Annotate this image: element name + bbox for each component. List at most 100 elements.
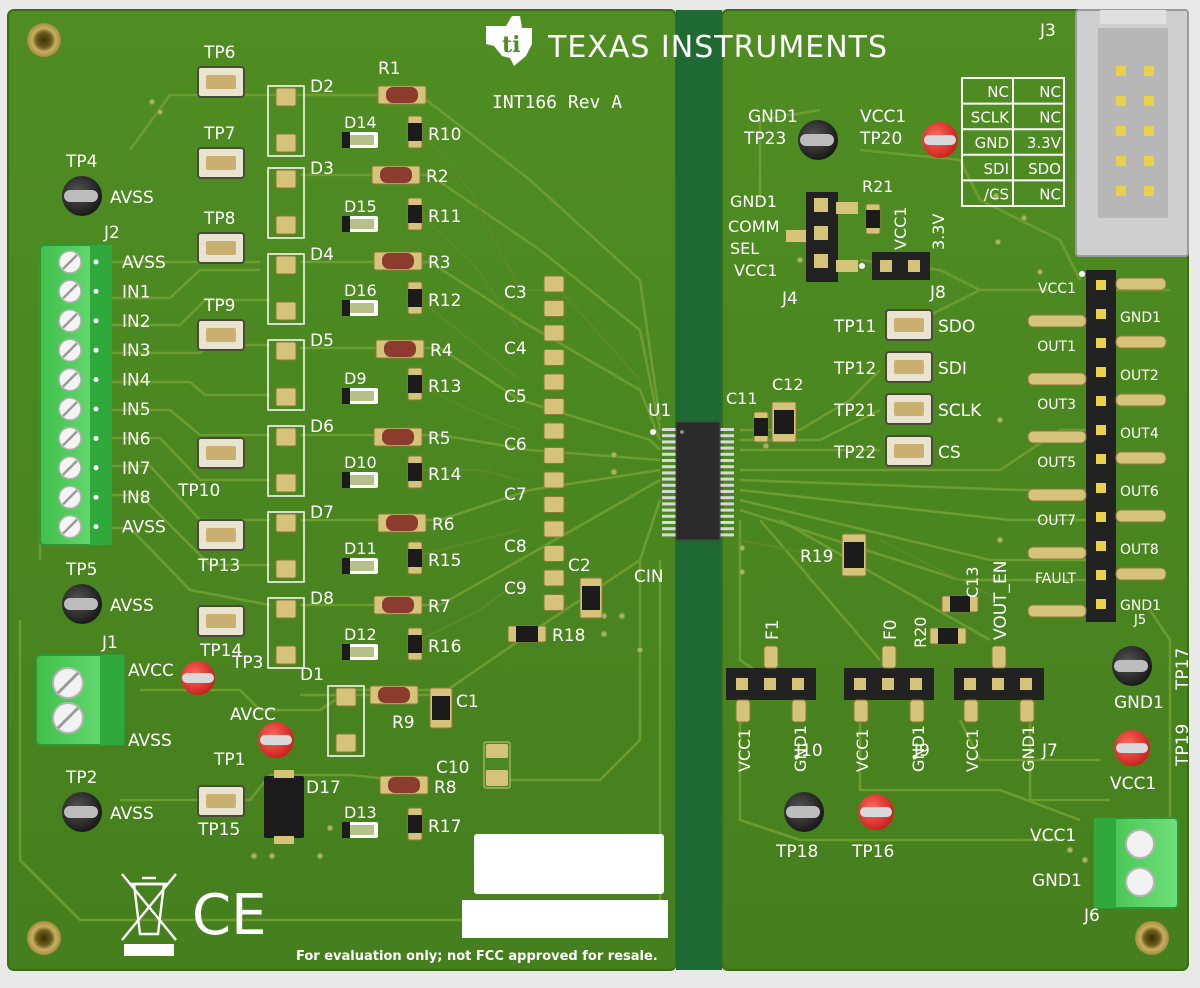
j5-right-pin-label: GND1 [1120,310,1161,326]
tvs-diode [267,511,305,583]
j1-label: J1 [101,633,118,653]
tp5-net-label: AVSS [110,596,154,616]
board-revision: INT166 Rev A [492,92,622,113]
j8-label: J8 [929,283,946,303]
jumper-left-net-label: VCC1 [735,729,754,772]
input-cap-label: C8 [504,537,527,557]
j2-pin-label: IN2 [122,312,151,332]
led-diode [342,558,378,574]
testpoint-pad-tp9[interactable] [197,319,245,351]
testpoint-pad-tp6[interactable] [197,66,245,98]
testpoint-pad-tp15[interactable] [197,785,245,817]
j3-table-cell: SCLK [971,109,1010,127]
c10-label: C10 [436,758,470,778]
tp3-red-testpoint[interactable] [181,661,215,695]
tp23-black-testpoint[interactable] [798,120,838,160]
cap-pad [543,422,565,440]
led-diode-label: D16 [344,281,377,300]
tp23-label: TP23 [743,129,786,149]
series-resistor-label: R3 [428,253,451,273]
spi-testpoint-label: TP12 [833,359,876,379]
r20-resistor [929,627,967,645]
input-cap-label: C3 [504,283,527,303]
led-resistor [407,367,423,401]
series-resistor-label: R6 [432,515,455,535]
led-diode-label: D9 [344,369,367,388]
testpoint-pad-tp7[interactable] [197,147,245,179]
tp5-black-testpoint[interactable] [62,584,102,624]
cap-pad [543,324,565,342]
j3-label: J3 [1039,21,1056,41]
tvs-diode-label: D4 [310,245,334,265]
tp4-net-label: AVSS [110,188,154,208]
tp1-red-testpoint[interactable] [258,722,294,758]
j4-header[interactable] [786,192,858,282]
series-resistor-label: R7 [428,597,451,617]
cap-pad [543,545,565,562]
j2-pin-label: AVSS [122,518,166,538]
testpoint-pad-tp13[interactable] [197,519,245,551]
tvs-diode [267,167,305,239]
cap-pad [543,447,565,464]
tp20-red-testpoint[interactable] [922,122,958,158]
spi-testpoint-net-label: CS [938,443,961,463]
tp19-label: TP19 [1173,724,1193,767]
tp17-black-testpoint[interactable] [1112,646,1152,686]
jumper-j10[interactable] [726,645,816,723]
j1-terminal-block [35,654,125,746]
ti-logo-wordmark: TEXAS INSTRUMENTS [547,30,888,65]
u1-isolator-ic [662,421,734,541]
led-resistor-label: R10 [428,125,461,145]
testpoint-pad-tp22[interactable] [885,435,933,467]
tp4-black-testpoint[interactable] [62,176,102,216]
input-cap-label: C9 [504,579,527,599]
c12-capacitor [771,401,797,443]
led-resistor-label: R12 [428,291,461,311]
ti-state-icon [486,16,532,66]
led-resistor [407,197,423,231]
tvs-diode [267,339,305,411]
tp23-net-label: GND1 [748,107,798,127]
tvs-diode-label: D1 [300,665,324,685]
tp1-net-label: AVCC [230,705,276,725]
j5-left-pin-label: FAULT [1035,571,1076,587]
tp19-red-testpoint[interactable] [1114,730,1150,766]
testpoint-pad-tp10[interactable] [197,437,245,469]
led-resistor [407,455,423,489]
jumper-right-net-label: GND1 [909,725,928,772]
tp2-black-testpoint[interactable] [62,792,102,832]
testpoint-pad-tp21[interactable] [885,393,933,425]
jumper-j7[interactable] [954,645,1044,723]
tvs-diode-label: D7 [310,503,334,523]
j5-left-pin-label: VCC1 [1038,281,1076,297]
jumper-signal-label: F1 [763,619,783,640]
label-blank-box-1 [474,834,664,894]
jumper-j9[interactable] [844,645,934,723]
jumper-right-net-label: GND1 [1019,725,1038,772]
led-diode-label: D15 [344,197,377,216]
led-diode [342,388,378,404]
testpoint-pad-tp8[interactable] [197,232,245,264]
j5-right-pin-label: OUT8 [1120,542,1159,558]
tvs-diode [267,253,305,325]
spi-testpoint-label: TP21 [833,401,876,421]
tp18-black-testpoint[interactable] [784,792,824,832]
jumper-ref-label: J7 [1041,741,1058,761]
input-cap-label: C7 [504,485,527,505]
c12-label: C12 [772,375,804,394]
tvs-diode-label: D2 [310,77,334,97]
tp20-net-label: VCC1 [860,107,906,127]
r21-label: R21 [862,177,893,196]
tp16-red-testpoint[interactable] [858,794,894,830]
series-resistor [371,165,421,185]
testpoint-pad-tp11[interactable] [885,309,933,341]
j8-header[interactable] [872,252,930,280]
series-resistor [375,339,425,359]
j2-pin-label: AVSS [122,253,166,273]
tvs-diode [327,685,365,757]
tvs-diode [267,85,305,157]
testpoint-pad-tp14[interactable] [197,605,245,637]
testpoint-pad-tp12[interactable] [885,351,933,383]
j4-label-comm: COMM [728,217,779,236]
